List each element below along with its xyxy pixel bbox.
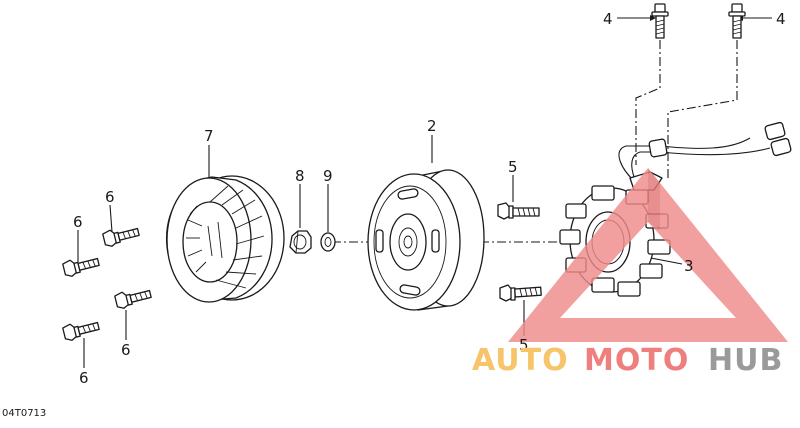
watermark-hub: HUB xyxy=(708,343,783,378)
callout-6-a: 6 xyxy=(105,188,115,206)
watermark-auto: AUTO xyxy=(472,343,569,378)
callout-2: 2 xyxy=(427,117,437,135)
figure-code: 04T0713 xyxy=(2,408,46,419)
bolt-4a xyxy=(651,3,669,39)
bolt-6d xyxy=(62,321,100,341)
bolt-4b xyxy=(728,3,746,39)
callout-3: 3 xyxy=(684,257,694,275)
flywheel-rotor xyxy=(367,169,485,311)
callout-4-left: 4 xyxy=(603,10,613,28)
bolt-5-upper xyxy=(497,202,540,220)
watermark-wordmark: AUTO MOTO HUB xyxy=(472,343,783,378)
callout-7: 7 xyxy=(204,127,214,145)
washer xyxy=(320,232,336,252)
bolt-5-lower xyxy=(499,284,542,302)
callout-8: 8 xyxy=(295,167,305,185)
axis-line-bolt-4a xyxy=(635,40,661,165)
bolt-6c xyxy=(114,289,152,309)
axis-line-bolt-4b xyxy=(667,40,738,180)
callout-5-lower: 5 xyxy=(519,336,529,354)
callout-6-d: 6 xyxy=(79,369,89,387)
callout-5-upper: 5 xyxy=(508,158,518,176)
callout-labels: 4 4 2 7 8 9 5 5 3 6 6 6 6 xyxy=(73,10,786,387)
watermark-logo xyxy=(508,168,788,342)
watermark-moto: MOTO xyxy=(584,343,689,378)
callout-9: 9 xyxy=(323,167,333,185)
callout-6-c: 6 xyxy=(121,341,131,359)
hex-nut xyxy=(289,230,312,254)
bolt-6a xyxy=(102,227,140,247)
bolt-6b xyxy=(62,257,100,277)
cooling-fan xyxy=(165,175,285,303)
callout-4-right: 4 xyxy=(776,10,786,28)
callout-6-b: 6 xyxy=(73,213,83,231)
